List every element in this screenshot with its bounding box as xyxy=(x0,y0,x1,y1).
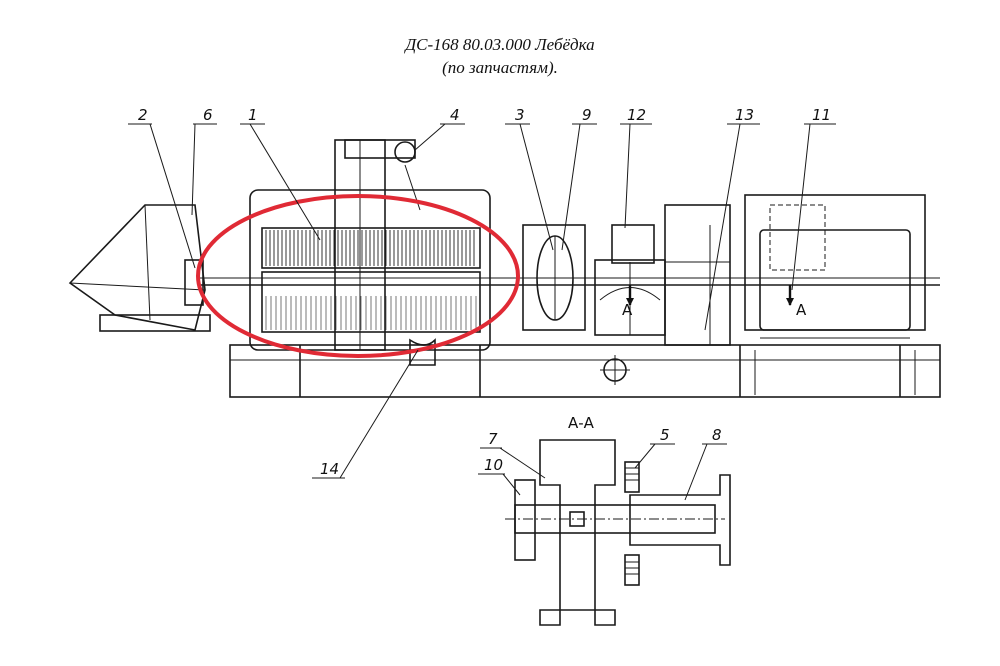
brake-unit xyxy=(522,224,586,331)
drum-assembly xyxy=(249,139,491,366)
section-view-a-a: А-А 7 10 5 8 xyxy=(478,414,731,626)
electric-motor xyxy=(744,194,926,339)
drawing-subtitle: (по запчастям). xyxy=(442,58,558,77)
callout-14: 14 xyxy=(320,460,339,478)
section-title: А-А xyxy=(568,414,595,432)
callouts: 2 6 1 4 3 9 12 13 11 14 xyxy=(128,106,836,479)
callout-8: 8 xyxy=(712,426,722,444)
left-cone xyxy=(68,204,211,332)
intermediate-housing xyxy=(664,204,731,346)
callout-3: 3 xyxy=(515,106,525,124)
callout-7: 7 xyxy=(488,430,498,448)
callout-10: 10 xyxy=(484,456,503,474)
callout-2: 2 xyxy=(138,106,148,124)
callout-1: 1 xyxy=(248,106,258,124)
callout-6: 6 xyxy=(203,106,213,124)
drawing-title: ДС-168 80.03.000 Лебёдка xyxy=(405,35,595,54)
callout-5: 5 xyxy=(660,426,670,444)
section-marks: A A xyxy=(622,285,807,319)
base-frame xyxy=(229,344,941,398)
section-mark-left: A xyxy=(622,301,633,319)
callout-11: 11 xyxy=(812,106,831,124)
callout-9: 9 xyxy=(582,106,592,124)
highlight-ellipse xyxy=(196,194,520,358)
section-mark-right: A xyxy=(796,301,807,319)
callout-12: 12 xyxy=(627,106,646,124)
callout-13: 13 xyxy=(735,106,754,124)
callout-4: 4 xyxy=(450,106,460,124)
